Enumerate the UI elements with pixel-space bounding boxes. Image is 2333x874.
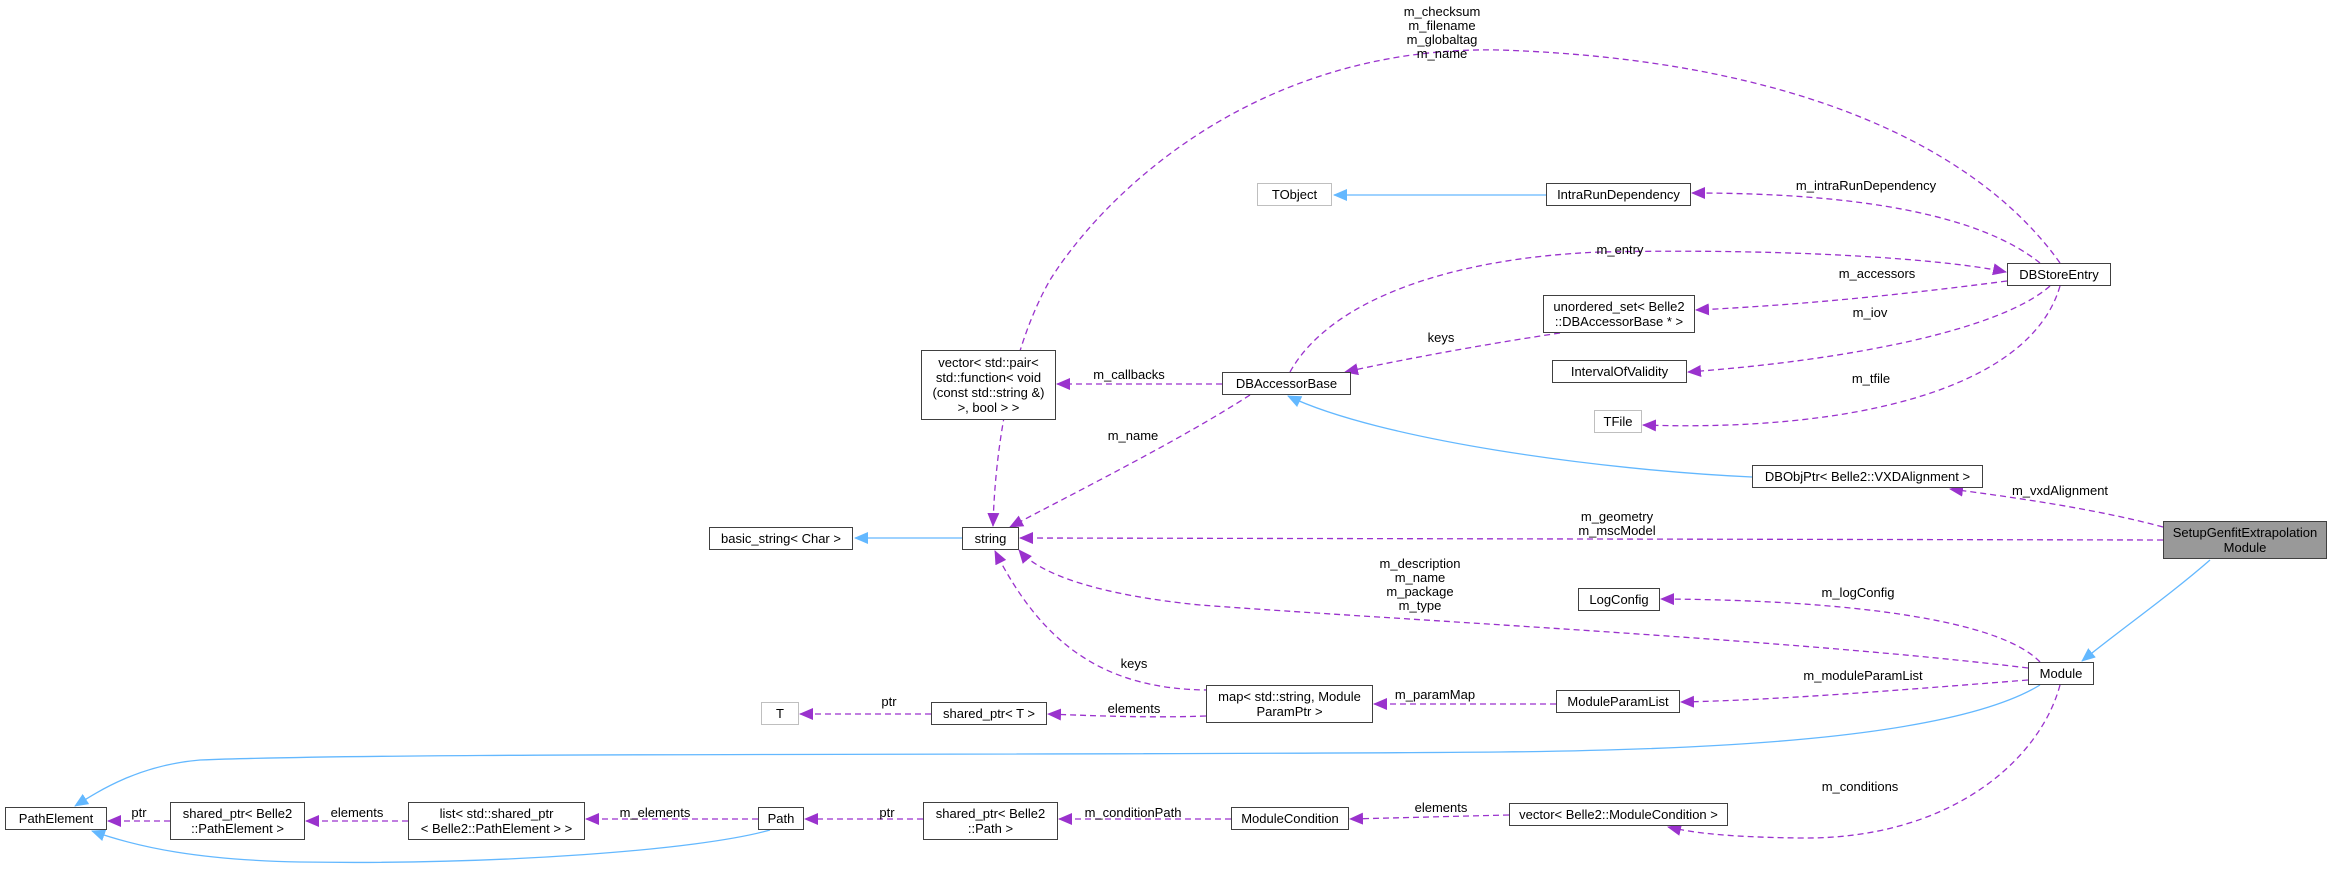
label-m-name-dbaccessorbase: m_name <box>1107 428 1159 443</box>
edge-module-to-string <box>1018 549 2029 669</box>
label-keys-map: keys <box>1120 656 1148 671</box>
label-m-geometry-group: m_geometry m_mscModel <box>1578 509 1656 538</box>
node-map-string-moduleparamptr[interactable]: map< std::string, Module ParamPtr > <box>1206 685 1373 723</box>
node-dbstoreentry[interactable]: DBStoreEntry <box>2007 263 2111 286</box>
node-module[interactable]: Module <box>2028 662 2094 685</box>
label-ptr-path: ptr <box>879 805 895 820</box>
node-path[interactable]: Path <box>758 807 804 830</box>
node-basic-string-char[interactable]: basic_string< Char > <box>709 527 853 550</box>
edge-path-to-pathelement <box>91 829 771 864</box>
node-t[interactable]: T <box>761 702 799 725</box>
label-elements-list: elements <box>330 805 384 820</box>
edge-vector-condition-to-modulecondition <box>1349 812 1510 825</box>
label-elements-map: elements <box>1107 701 1161 716</box>
label-m-moduleparamlist: m_moduleParamList <box>1803 668 1923 683</box>
label-m-conditionpath: m_conditionPath <box>1084 805 1182 820</box>
edge-setup-to-dbobjptr <box>1949 484 2164 528</box>
label-m-vxdalignment: m_vxdAlignment <box>2011 483 2109 498</box>
node-shared-ptr-pathelement[interactable]: shared_ptr< Belle2 ::PathElement > <box>170 802 305 840</box>
edge-module-to-pathelement <box>74 684 2041 807</box>
label-m-tfile: m_tfile <box>1851 371 1891 386</box>
label-elements-condition: elements <box>1414 800 1468 815</box>
label-m-iov: m_iov <box>1852 305 1888 320</box>
edge-map-to-string <box>994 550 1211 691</box>
node-pathelement[interactable]: PathElement <box>5 807 107 830</box>
node-intrarundependency[interactable]: IntraRunDependency <box>1546 183 1691 206</box>
label-m-checksum-group: m_checksum m_filename m_globaltag m_name <box>1403 4 1481 61</box>
label-m-description-group: m_description m_name m_package m_type <box>1379 556 1461 613</box>
edge-dbstoreentry-to-tfile <box>1642 285 2061 432</box>
node-tobject[interactable]: TObject <box>1257 183 1332 206</box>
node-dbobjptr-vxdalignment[interactable]: DBObjPtr< Belle2::VXDAlignment > <box>1752 465 1983 488</box>
node-dbaccessorbase[interactable]: DBAccessorBase <box>1222 372 1351 395</box>
label-m-entry: m_entry <box>1596 242 1644 257</box>
node-unordered-set-dbaccessorbase[interactable]: unordered_set< Belle2 ::DBAccessorBase *… <box>1543 295 1695 333</box>
label-m-callbacks: m_callbacks <box>1093 367 1165 382</box>
node-intervalofvalidity[interactable]: IntervalOfValidity <box>1552 360 1687 383</box>
label-m-parammap: m_paramMap <box>1394 687 1476 702</box>
label-m-intrarundependency: m_intraRunDependency <box>1795 178 1937 193</box>
label-m-elements: m_elements <box>619 805 691 820</box>
node-setup-genfit-extrapolation-module[interactable]: SetupGenfitExtrapolation Module <box>2163 521 2327 559</box>
node-vector-pair-function[interactable]: vector< std::pair< std::function< void (… <box>921 350 1056 420</box>
edge-dbstoreentry-to-unordered-set <box>1695 280 2008 316</box>
node-list-shared-ptr-pathelement[interactable]: list< std::shared_ptr < Belle2::PathElem… <box>408 802 585 840</box>
label-m-accessors: m_accessors <box>1838 266 1916 281</box>
node-moduleparamlist[interactable]: ModuleParamList <box>1556 690 1680 713</box>
edge-dbstoreentry-to-iov <box>1687 285 2051 378</box>
node-shared-ptr-t[interactable]: shared_ptr< T > <box>931 702 1047 725</box>
label-m-logconfig: m_logConfig <box>1821 585 1895 600</box>
node-shared-ptr-path[interactable]: shared_ptr< Belle2 ::Path > <box>923 802 1058 840</box>
edge-map-to-shared-ptr-t <box>1047 708 1207 721</box>
node-vector-modulecondition[interactable]: vector< Belle2::ModuleCondition > <box>1509 803 1728 826</box>
node-modulecondition[interactable]: ModuleCondition <box>1231 807 1349 830</box>
edge-module-to-moduleparamlist <box>1680 679 2029 708</box>
node-tfile[interactable]: TFile <box>1594 410 1642 433</box>
label-ptr-pathelement: ptr <box>131 805 147 820</box>
node-string[interactable]: string <box>962 527 1019 550</box>
edge-dbaccessorbase-to-string <box>1009 394 1251 528</box>
label-keys-unordered-set: keys <box>1427 330 1455 345</box>
edge-dbstoreentry-to-intrarun <box>1691 187 2041 264</box>
edge-module-to-vector-condition <box>1667 684 2061 839</box>
edge-dbobjptr-to-dbaccessorbase <box>1287 395 1753 478</box>
label-ptr-t: ptr <box>881 694 897 709</box>
edge-setup-to-string <box>1019 532 2164 545</box>
edge-module-to-logconfig <box>1660 593 2041 663</box>
edge-setup-to-module <box>2081 559 2211 662</box>
label-m-conditions: m_conditions <box>1821 779 1899 794</box>
node-logconfig[interactable]: LogConfig <box>1578 588 1660 611</box>
edge-dbaccessorbase-to-dbstoreentry <box>1289 250 2007 373</box>
